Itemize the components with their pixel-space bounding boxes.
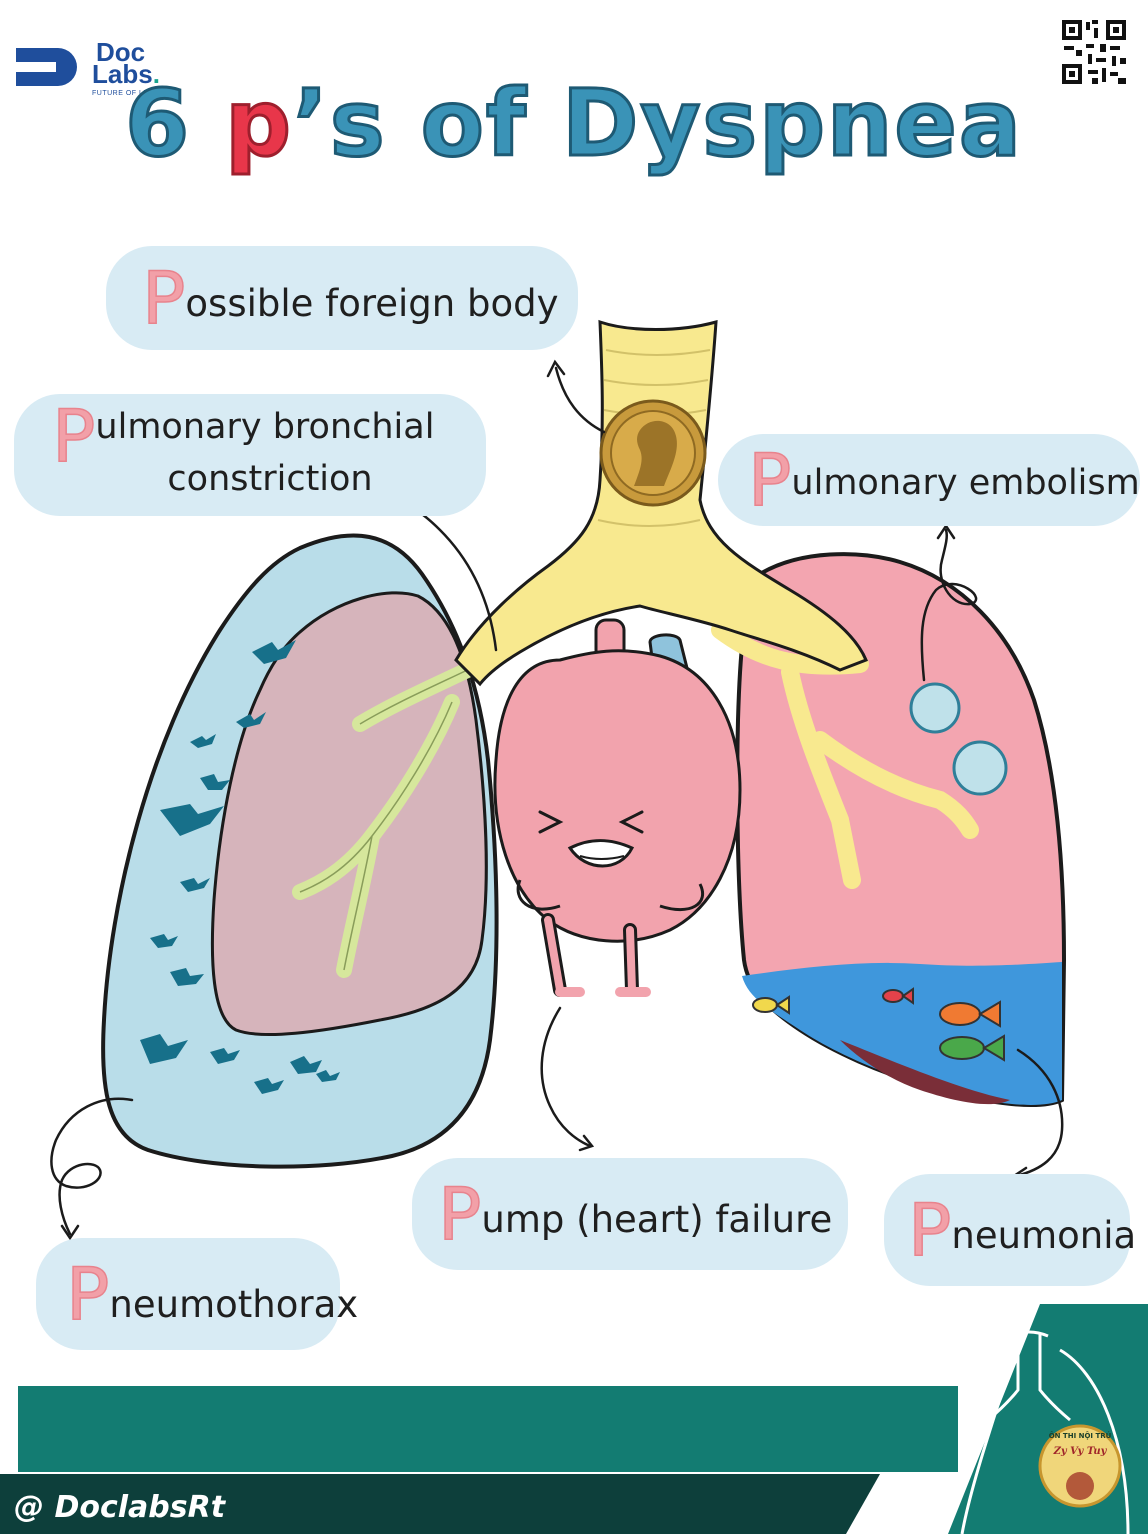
cause-bronchial-constriction: P ulmonary bronchial constriction — [14, 394, 486, 516]
cause-text: ulmonary bronchial — [95, 407, 435, 447]
footer-band — [0, 1474, 880, 1534]
heart-character — [493, 618, 742, 997]
embolus-icon — [952, 740, 1008, 796]
doclabs-logo-icon — [16, 48, 77, 86]
footer-bar — [18, 1386, 958, 1472]
cause-letter: P — [65, 1252, 110, 1336]
brand-name-line1: Doc — [96, 37, 146, 67]
cause-letter: P — [141, 256, 186, 340]
pleural-effusion — [742, 962, 1062, 1105]
coin-icon — [599, 399, 707, 507]
title-highlight: p — [224, 69, 293, 179]
cause-text: ulmonary embolism — [791, 463, 1140, 503]
cause-text-line2: constriction — [167, 459, 373, 499]
cause-letter: P — [437, 1172, 482, 1256]
bird-icon — [140, 640, 340, 1094]
left-lung-collapsed — [210, 591, 488, 1037]
footer-handle: @ DoclabsRt — [14, 1490, 226, 1525]
badge-icon — [1038, 1424, 1122, 1508]
cause-text: neumothorax — [109, 1282, 359, 1326]
cause-letter: P — [51, 394, 96, 478]
embolus-icon — [909, 682, 961, 734]
brand-name-line2: Labs. — [92, 59, 160, 89]
fish-icon — [752, 987, 1005, 1062]
cause-letter: P — [907, 1188, 952, 1272]
brand-tagline: FUTURE OF LEARNING — [92, 90, 179, 97]
badge-label: ÔN THI NỘI TRÚ — [1048, 1432, 1112, 1440]
qr-code-icon — [1060, 18, 1128, 86]
cause-text: ump (heart) failure — [481, 1197, 833, 1241]
cause-letter: P — [747, 438, 792, 522]
footer-triangle — [948, 1304, 1148, 1534]
badge-script: Zy Vy Tuy — [1053, 1446, 1107, 1457]
page-title: 6 p’s of Dyspnea — [124, 69, 1023, 179]
cause-text: neumonia — [951, 1213, 1137, 1257]
cause-text: ossible foreign body — [185, 281, 559, 325]
